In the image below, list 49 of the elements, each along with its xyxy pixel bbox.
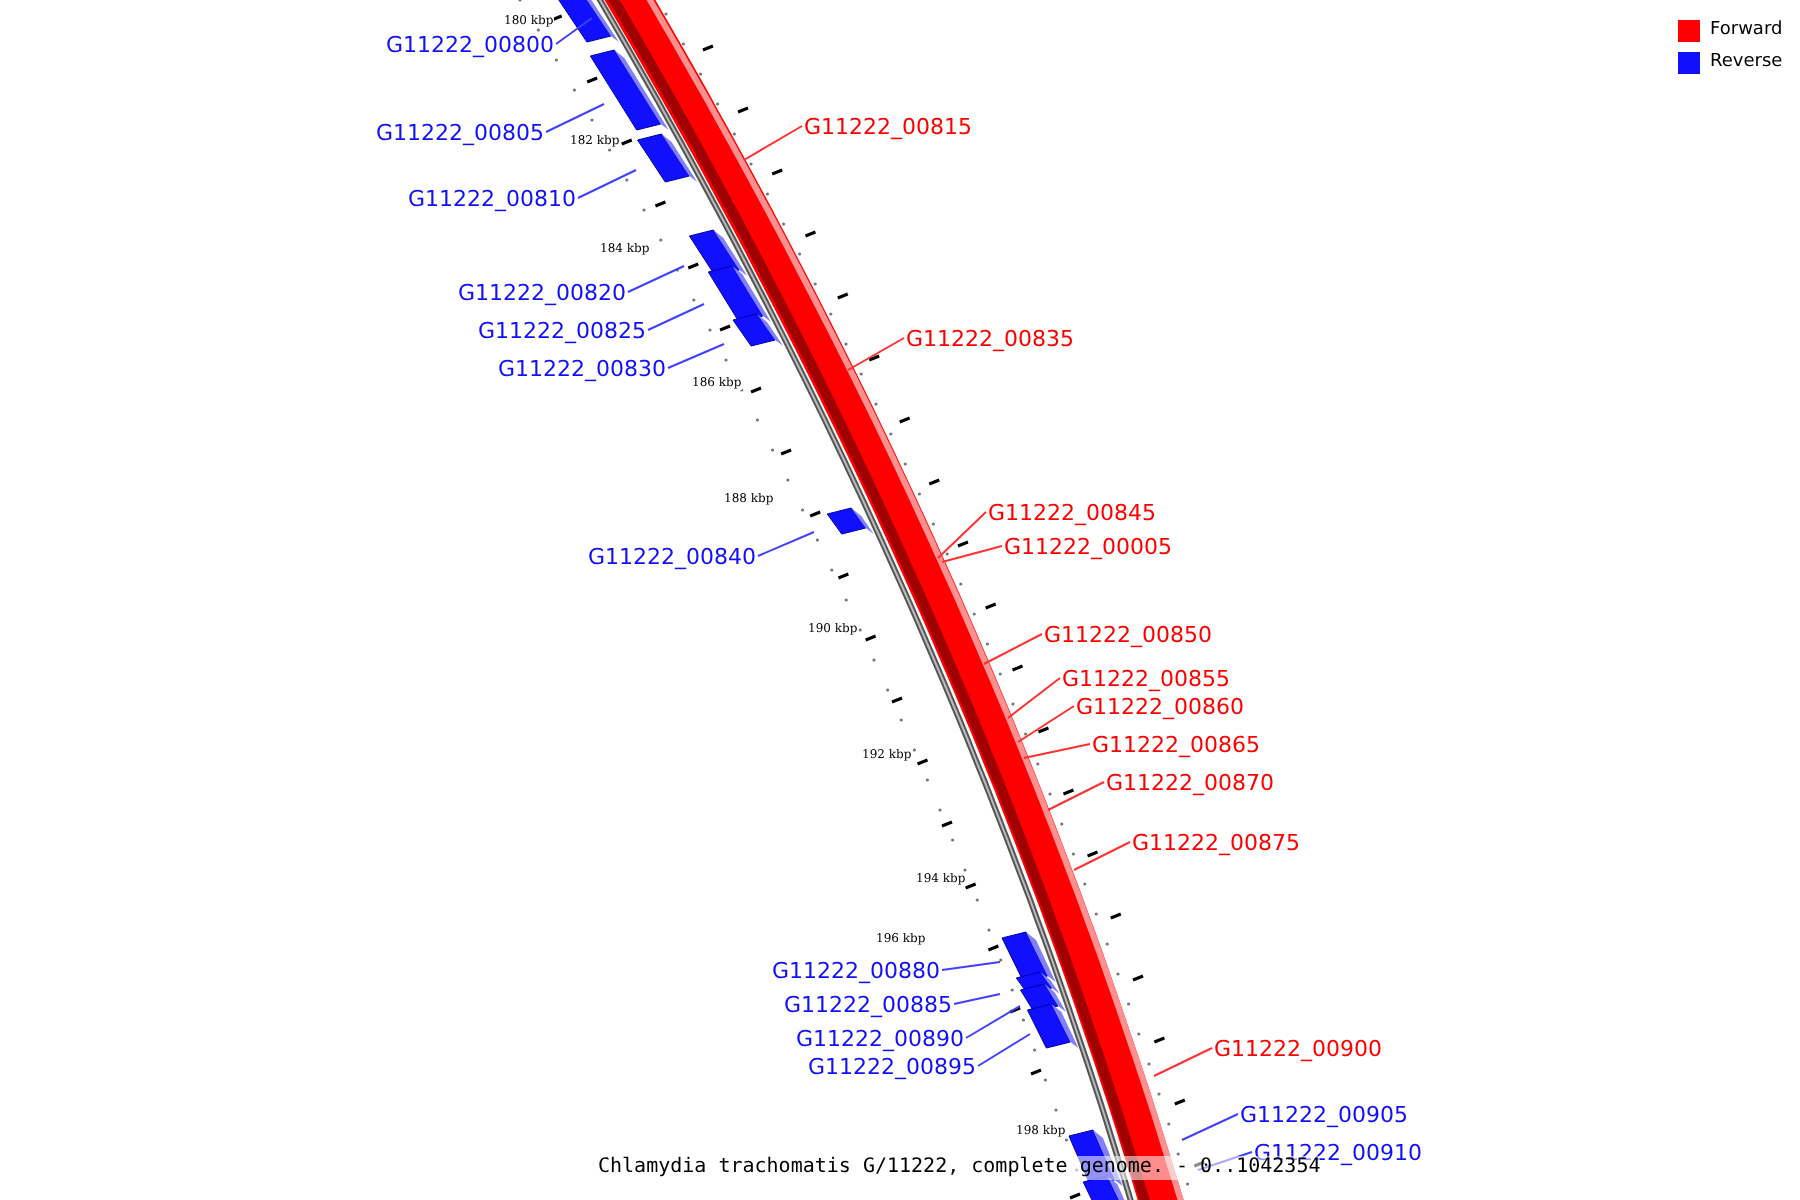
gene-label: G11222_00900 (1214, 1036, 1383, 1062)
leader-line (577, 169, 637, 199)
gene-label: G11222_00895 (807, 1054, 976, 1080)
leader-line (941, 961, 1001, 971)
gene-label: G11222_00830 (497, 356, 666, 382)
gene-label: G11222_00845 (988, 500, 1157, 526)
leader-line (953, 993, 1001, 1005)
gene-label: G11222_00840 (587, 544, 756, 570)
leader-line (743, 125, 803, 161)
leader-line (965, 1005, 1021, 1039)
leader-line (977, 1033, 1031, 1067)
leader-line (1023, 743, 1091, 759)
gene-label: G11222_00885 (783, 992, 952, 1018)
leader-line (1073, 841, 1131, 871)
leader-line (555, 17, 593, 45)
gene-label: G11222_00890 (795, 1026, 964, 1052)
gene-label: G11222_00820 (457, 280, 626, 306)
gene-label: G11222_00870 (1106, 770, 1275, 796)
leader-line (941, 545, 1003, 563)
gene-label: G11222_00905 (1240, 1102, 1409, 1128)
leader-line (847, 337, 905, 371)
legend-label: Reverse (1710, 52, 1783, 74)
leader-line (1181, 1113, 1239, 1141)
leader-line (1153, 1047, 1213, 1077)
leader-line (1017, 705, 1075, 743)
gene-label: G11222_00855 (1062, 666, 1231, 692)
gene-label: G11222_00875 (1132, 830, 1301, 856)
leader-line (545, 103, 605, 133)
gene-label: G11222_00005 (1004, 534, 1173, 560)
leader-line (1197, 1151, 1253, 1171)
gene-label: G11222_00860 (1076, 694, 1245, 720)
gene-label: G11222_00865 (1092, 732, 1261, 758)
leader-line (647, 303, 705, 331)
gene-label: G11222_00850 (1044, 622, 1213, 648)
leader-line (937, 511, 987, 559)
leader-line (757, 531, 815, 557)
gene-label: G11222_00880 (771, 958, 940, 984)
leader-line (667, 343, 725, 369)
gene-label: G11222_00825 (477, 318, 646, 344)
legend-label: Forward (1710, 20, 1783, 42)
leader-line (1007, 677, 1061, 719)
gene-label: G11222_00800 (385, 32, 554, 58)
leader-line (983, 633, 1043, 665)
gene-label: G11222_00835 (906, 326, 1075, 352)
gene-label: G11222_00805 (375, 120, 544, 146)
gene-label: G11222_00815 (804, 114, 973, 140)
gene-label: G11222_00810 (407, 186, 576, 212)
leader-line (627, 265, 685, 293)
leader-line (1047, 781, 1105, 811)
